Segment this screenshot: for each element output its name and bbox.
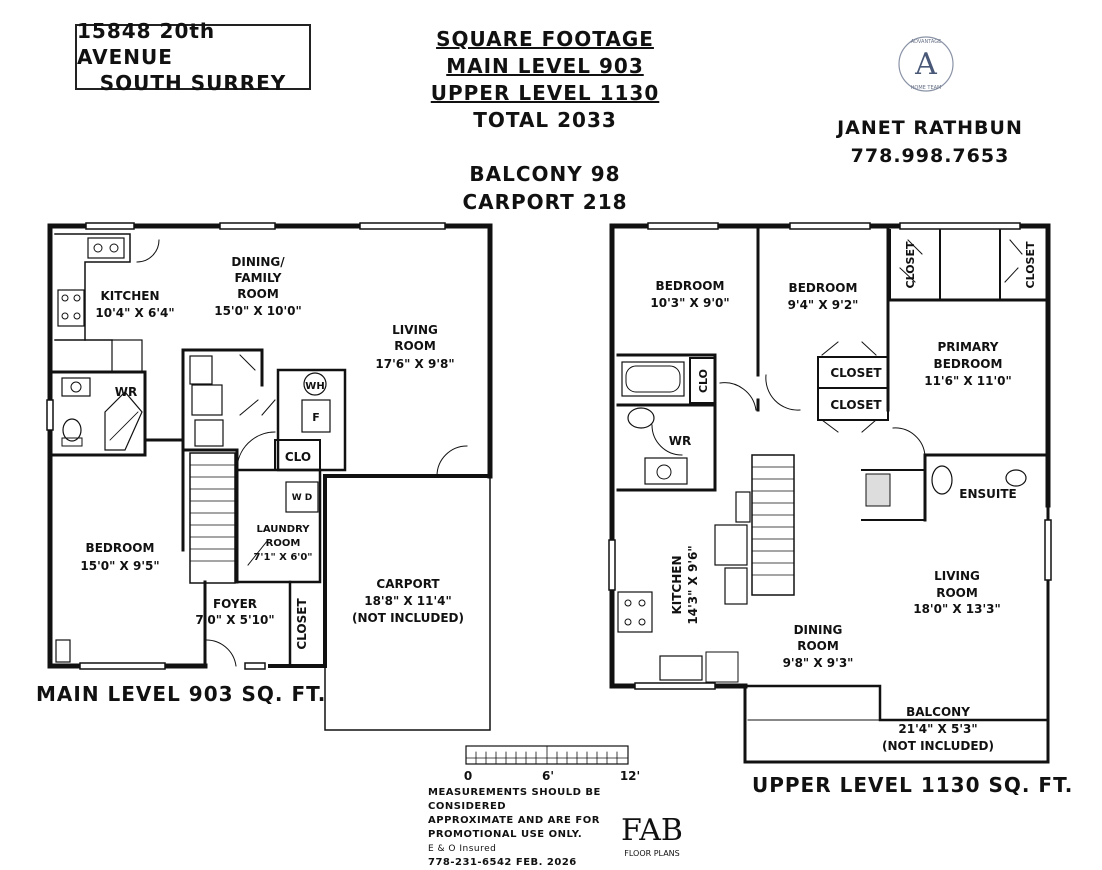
main-level-title: MAIN LEVEL 903 SQ. FT. (36, 682, 327, 706)
ensuite-label: ENSUITE (959, 487, 1016, 501)
closet-d-label: CLOSET (830, 398, 882, 412)
upper-level-plan (608, 222, 1052, 764)
scale-tick-6: 6' (542, 769, 554, 783)
fab-logo-icon: FAB FLOOR PLANS (621, 813, 683, 858)
closet-c-label: CLOSET (830, 366, 882, 380)
agent-info: JANET RATHBUN 778.998.7653 (820, 114, 1040, 170)
carport-dim: 18'8" X 11'4" (364, 594, 452, 608)
carport-area: CARPORT 218 (462, 190, 628, 214)
closet-b-label: CLOSET (1024, 241, 1037, 288)
bedroom2-label: BEDROOM (789, 281, 858, 295)
bedroom-label: BEDROOM (86, 541, 155, 555)
disclaimer-line2: APPROXIMATE AND ARE FOR (428, 815, 600, 826)
extras-summary: BALCONY 98 CARPORT 218 (440, 160, 650, 216)
agent-name: JANET RATHBUN (837, 117, 1023, 139)
disclaimer: MEASUREMENTS SHOULD BE CONSIDERED APPROX… (428, 786, 618, 870)
dining-label-2: FAMILY (235, 271, 282, 285)
upper-kitchen-label: KITCHEN (670, 555, 684, 614)
wr-label: WR (115, 385, 137, 399)
sqft-upper: UPPER LEVEL 1130 (430, 81, 660, 105)
upper-living-label-2: ROOM (936, 586, 978, 600)
upper-living-label-1: LIVING (934, 569, 980, 583)
disclaimer-line4: E & O Insured (428, 844, 497, 854)
living-dim: 17'6" X 9'8" (375, 357, 454, 371)
wd-label: W D (292, 493, 313, 503)
foyer-closet-label: CLOSET (295, 598, 309, 650)
main-level-labels: DINING/ FAMILY ROOM 15'0" X 10'0" KITCHE… (80, 255, 464, 650)
foyer-dim: 7'0" X 5'10" (195, 613, 274, 627)
bedroom-dim: 15'0" X 9'5" (80, 559, 159, 573)
upper-dining-label-2: ROOM (797, 639, 839, 653)
foyer-label: FOYER (213, 597, 257, 611)
upper-level-title: UPPER LEVEL 1130 SQ. FT. (752, 773, 1074, 797)
wh-label: WH (305, 381, 324, 392)
main-level-plan (46, 222, 493, 731)
logo-bottom-text: HOME TEAM (911, 85, 942, 91)
scale-labels: 0 6' 12' (464, 769, 640, 783)
furnace-label: F (312, 411, 320, 424)
primary-dim: 11'6" X 11'0" (924, 374, 1012, 388)
disclaimer-line3: PROMOTIONAL USE ONLY. (428, 829, 583, 840)
primary-label-2: BEDROOM (934, 357, 1003, 371)
living-label-1: LIVING (392, 323, 438, 337)
agent-phone: 778.998.7653 (850, 145, 1010, 167)
scale-bar (465, 745, 629, 765)
address-line1: 15848 20th AVENUE (77, 19, 216, 69)
dining-label-1: DINING/ (231, 255, 285, 269)
fab-logo-text: FAB (621, 813, 683, 848)
disclaimer-line1: MEASUREMENTS SHOULD BE CONSIDERED (428, 787, 601, 812)
balcony-label: BALCONY (906, 705, 970, 719)
bedroom1-dim: 10'3" X 9'0" (650, 296, 729, 310)
bedroom1-label: BEDROOM (656, 279, 725, 293)
kitchen-label: KITCHEN (100, 289, 159, 303)
logo-letter: A (914, 47, 937, 82)
fab-logo-sub: FLOOR PLANS (624, 849, 679, 858)
carport-note: (NOT INCLUDED) (352, 611, 464, 625)
address-line2: SOUTH SURREY (99, 71, 287, 95)
dining-dim: 15'0" X 10'0" (214, 304, 302, 318)
scale-tick-12: 12' (620, 769, 640, 783)
balcony-area: BALCONY 98 (469, 162, 621, 186)
square-footage-summary: SQUARE FOOTAGE MAIN LEVEL 903 UPPER LEVE… (420, 26, 670, 134)
disclaimer-line5: 778-231-6542 FEB. 2026 (428, 857, 577, 868)
upper-living-dim: 18'0" X 13'3" (913, 602, 1001, 616)
closet-a-label: CLOSET (904, 241, 917, 288)
advantage-logo-icon: A ADVANTAGE HOME TEAM (898, 36, 954, 92)
clo-label: CLO (285, 450, 311, 464)
upper-wr-label: WR (669, 434, 691, 448)
sqft-heading: SQUARE FOOTAGE (436, 27, 654, 51)
carport-label: CARPORT (376, 577, 440, 591)
upper-dining-dim: 9'8" X 9'3" (783, 656, 854, 670)
scale-tick-0: 0 (464, 769, 472, 783)
primary-label-1: PRIMARY (937, 340, 998, 354)
balcony-note: (NOT INCLUDED) (882, 739, 994, 753)
bath-clo-label: CLO (697, 369, 710, 393)
upper-kitchen-dim: 14'3" X 9'6" (686, 545, 700, 624)
upper-dining-label-1: DINING (794, 623, 843, 637)
sqft-main: MAIN LEVEL 903 (446, 54, 644, 78)
sqft-total: TOTAL 2033 (473, 108, 617, 132)
logo-top-text: ADVANTAGE (911, 39, 941, 45)
address-box: 15848 20th AVENUE SOUTH SURREY (75, 19, 311, 95)
laundry-dim: 7'1" X 6'0" (253, 552, 312, 563)
laundry-label-2: ROOM (266, 538, 301, 549)
dining-label-3: ROOM (237, 287, 279, 301)
kitchen-dim: 10'4" X 6'4" (95, 306, 174, 320)
laundry-label-1: LAUNDRY (257, 524, 311, 535)
upper-level-labels: BEDROOM 10'3" X 9'0" BEDROOM 9'4" X 9'2"… (650, 241, 1037, 753)
balcony-dim: 21'4" X 5'3" (898, 722, 977, 736)
bedroom2-dim: 9'4" X 9'2" (788, 298, 859, 312)
living-label-2: ROOM (394, 339, 436, 353)
